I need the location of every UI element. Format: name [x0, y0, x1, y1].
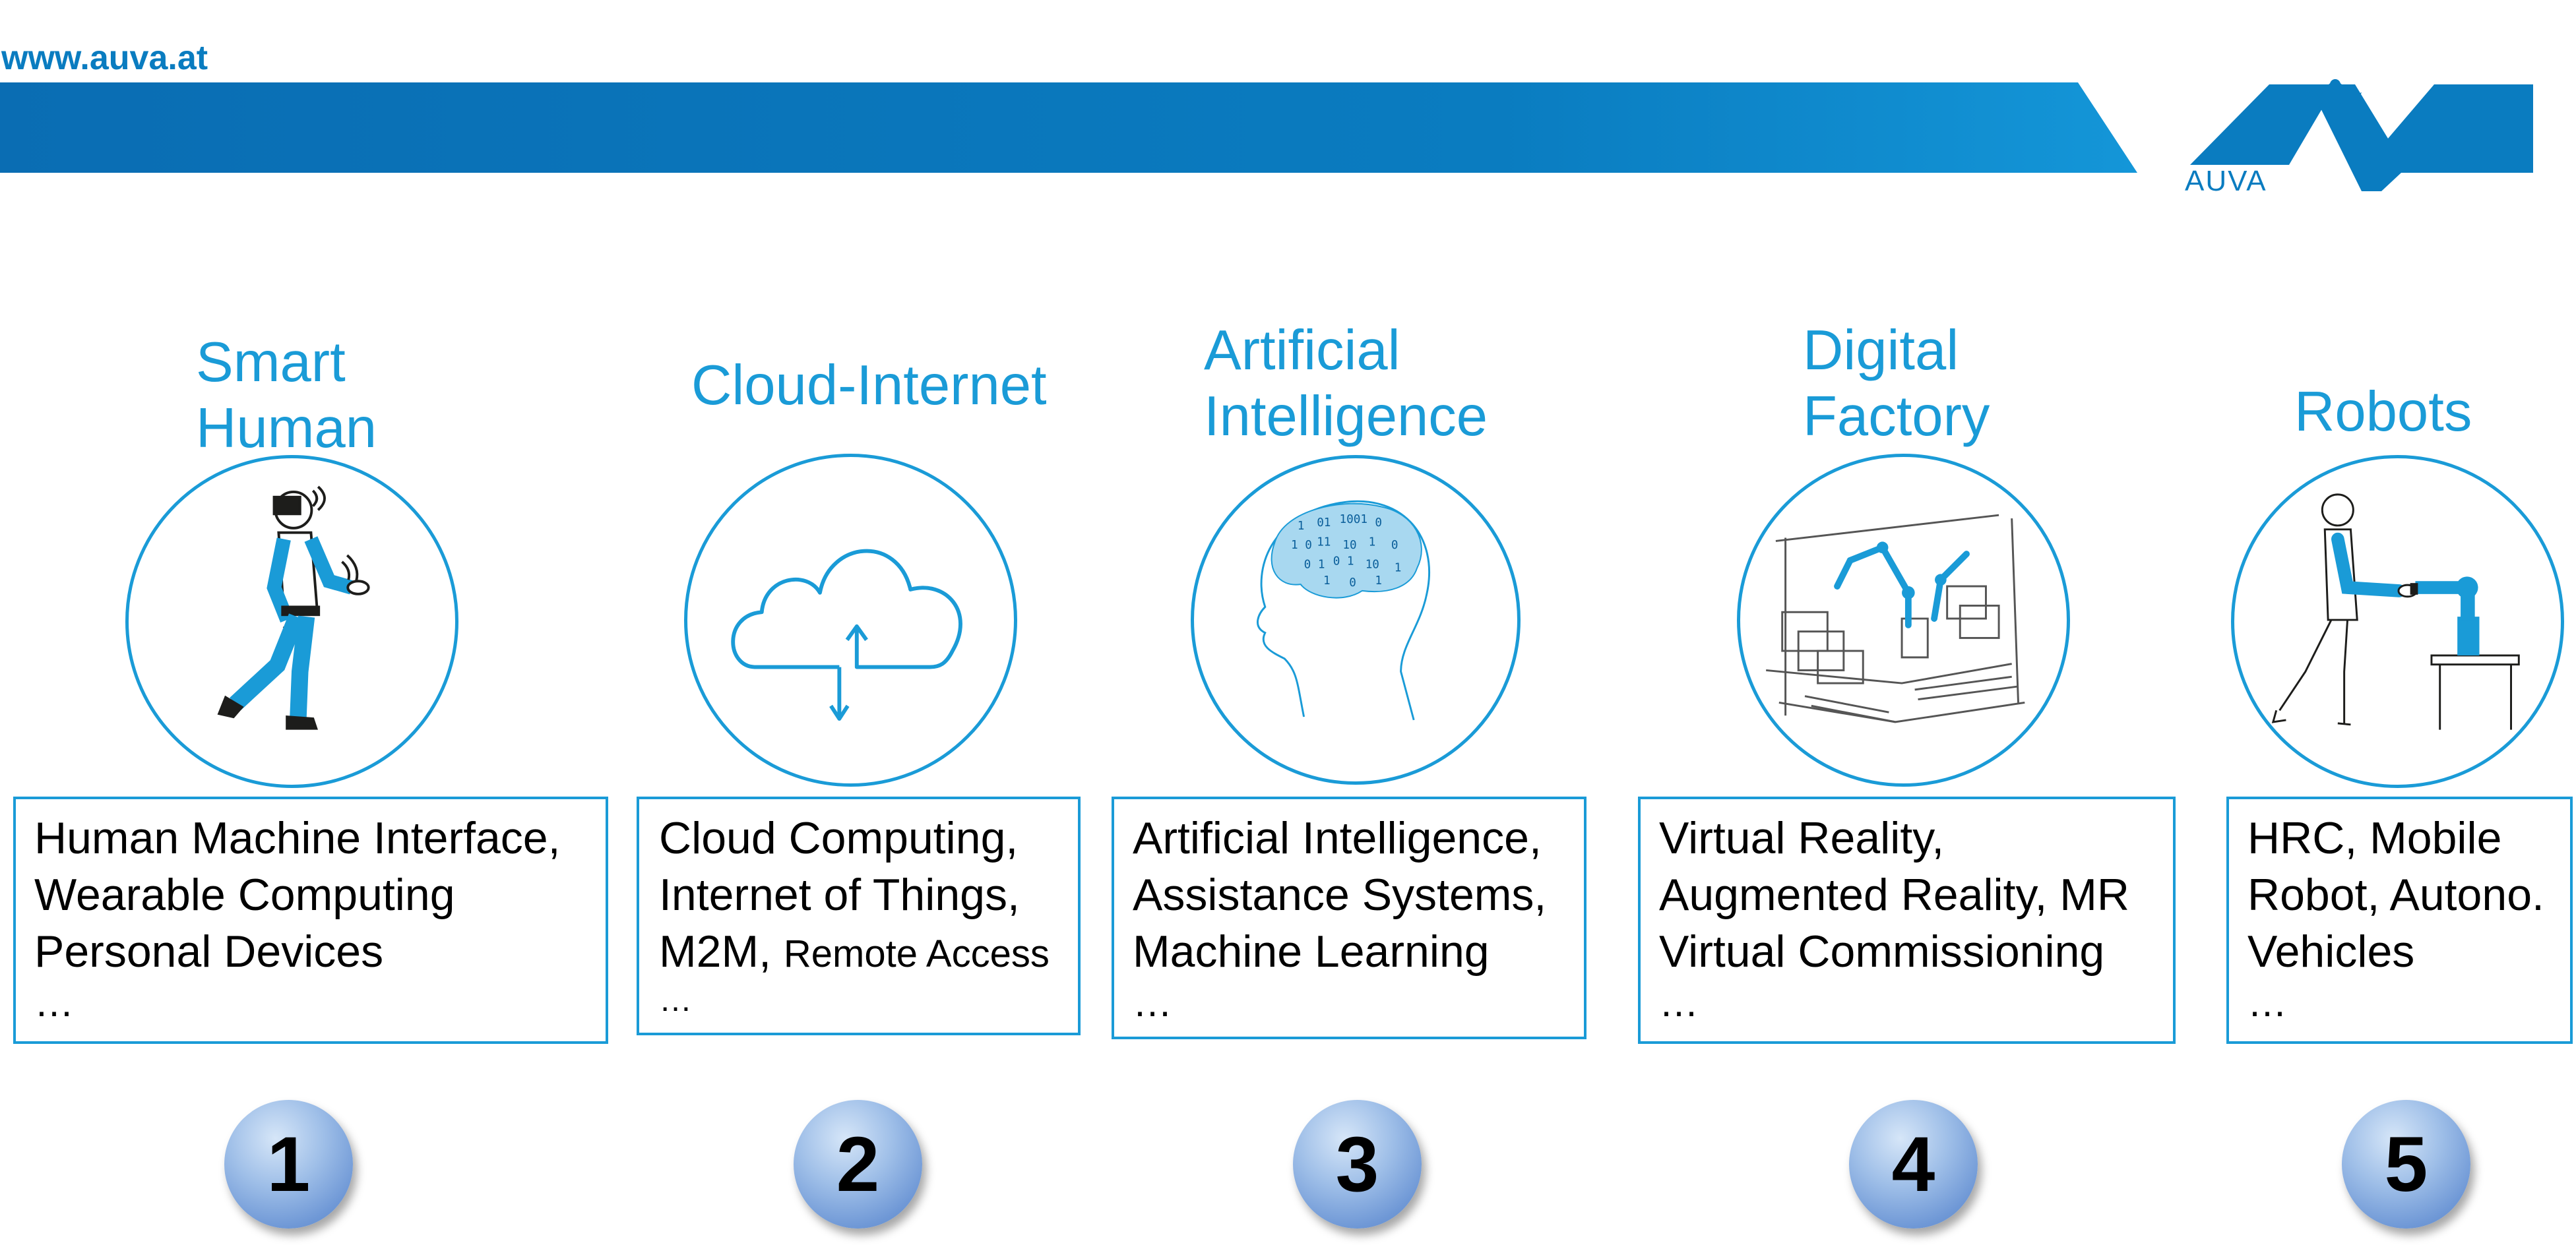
pillar-4-number-ball: 4 — [1849, 1100, 1978, 1229]
pillar-2-text-line-3: M2M, Remote Access — [659, 923, 1059, 983]
pillar-4-text-ellipsis: … — [1659, 981, 1699, 1025]
svg-text:0: 0 — [1391, 539, 1398, 552]
pillar-4-title: Digital Factory — [1803, 318, 1990, 450]
robotic-factory-line-icon — [1766, 514, 2025, 723]
pillar-3-text-line-1: Artificial Intelligence, — [1133, 813, 1542, 863]
pillar-2-title: Cloud-Internet — [691, 353, 1047, 419]
pillar-2-icon-circle — [684, 454, 1017, 787]
pillar-4-title-line-2: Factory — [1803, 385, 1990, 448]
pillar-5-textbox: HRC, Mobile Robot, Autono. Vehicles … — [2226, 797, 2573, 1044]
pillar-4-icon-circle — [1737, 454, 2070, 787]
logo-text: AUVA — [2185, 165, 2267, 197]
svg-text:10: 10 — [1342, 539, 1356, 552]
pillar-1-icon-circle — [125, 455, 458, 788]
pillar-5-icon-circle — [2231, 455, 2564, 788]
pillar-3-number-ball: 3 — [1293, 1100, 1422, 1229]
pillar-2-text-line-1: Cloud Computing, — [659, 813, 1019, 863]
cloud-upload-download-icon — [731, 549, 962, 721]
pillar-1-number-ball: 1 — [224, 1100, 353, 1229]
svg-text:1 0: 1 0 — [1291, 539, 1312, 552]
pillar-5-text-line-1: HRC, Mobile — [2247, 813, 2502, 863]
pillar-5-text-line-3: Vehicles — [2247, 926, 2415, 977]
pillar-2-text-ellipsis: … — [659, 981, 692, 1018]
website-url[interactable]: www.auva.at — [1, 39, 208, 77]
pillar-5-title-line-1: Robots — [2294, 380, 2472, 443]
pillar-3-title-line-2: Intelligence — [1204, 385, 1488, 448]
pillar-1-text-line-1: Human Machine Interface, — [34, 813, 561, 863]
pillar-1-text-ellipsis: … — [34, 981, 74, 1025]
pillar-1-title-line-2: Human — [196, 397, 377, 460]
svg-text:11: 11 — [1317, 535, 1331, 549]
pillar-2-text-line-2: Internet of Things, — [659, 870, 1020, 920]
human-robot-collaboration-icon — [2271, 493, 2520, 730]
svg-text:0: 0 — [1349, 576, 1356, 590]
pillar-3-text-line-2: Assistance Systems, — [1133, 870, 1547, 920]
pillar-2-title-line-1: Cloud-Internet — [691, 354, 1047, 417]
pillar-2-text-remote-access: Remote Access — [783, 932, 1050, 975]
pillar-1-text-line-2: Wearable Computing — [34, 870, 455, 920]
auva-logo[interactable] — [2190, 79, 2533, 191]
svg-text:0 1: 0 1 — [1333, 555, 1354, 568]
pillar-5-number-ball: 5 — [2342, 1100, 2470, 1229]
walking-person-with-vr-headset-icon — [217, 485, 370, 730]
pillar-1-textbox: Human Machine Interface, Wearable Comput… — [13, 797, 608, 1044]
pillar-1-title-line-1: Smart — [196, 331, 346, 394]
pillar-1-title: Smart Human — [196, 330, 377, 462]
pillar-5-text-line-2: Robot, Autono. — [2247, 870, 2544, 920]
pillar-3-title-line-1: Artificial — [1204, 319, 1400, 382]
pillar-2-number-ball: 2 — [794, 1100, 922, 1229]
pillar-3-text-line-3: Machine Learning — [1133, 926, 1490, 977]
pillar-3-text-ellipsis: … — [1133, 981, 1172, 1025]
svg-text:0: 0 — [1375, 516, 1382, 530]
header-banner — [0, 79, 2533, 191]
pillar-4-title-line-1: Digital — [1803, 319, 1959, 382]
pillar-1-text-line-3: Personal Devices — [34, 926, 384, 977]
svg-text:0 1: 0 1 — [1304, 559, 1325, 572]
svg-text:01: 01 — [1317, 516, 1331, 530]
pillar-5-text-ellipsis: … — [2247, 981, 2287, 1025]
pillar-4-textbox: Virtual Reality, Augmented Reality, MR V… — [1638, 797, 2176, 1044]
svg-text:1: 1 — [1369, 535, 1376, 549]
pillar-4-text-line-2: Augmented Reality, MR — [1659, 870, 2130, 920]
svg-text:1001: 1001 — [1340, 513, 1367, 526]
svg-text:1: 1 — [1375, 574, 1382, 588]
svg-text:1: 1 — [1298, 520, 1305, 533]
svg-text:1: 1 — [1395, 562, 1402, 575]
pillar-2-textbox: Cloud Computing, Internet of Things, M2M… — [637, 797, 1081, 1035]
svg-text:10: 10 — [1366, 559, 1379, 572]
pillar-3-textbox: Artificial Intelligence, Assistance Syst… — [1112, 797, 1586, 1039]
pillar-5-title: Robots — [2294, 379, 2472, 445]
pillar-4-text-line-1: Virtual Reality, — [1659, 813, 1945, 863]
pillar-3-title: Artificial Intelligence — [1204, 318, 1488, 450]
svg-text:1: 1 — [1323, 574, 1331, 588]
pillar-4-text-line-3: Virtual Commissioning — [1659, 926, 2105, 977]
pillar-2-text-m2m: M2M, — [659, 926, 771, 977]
